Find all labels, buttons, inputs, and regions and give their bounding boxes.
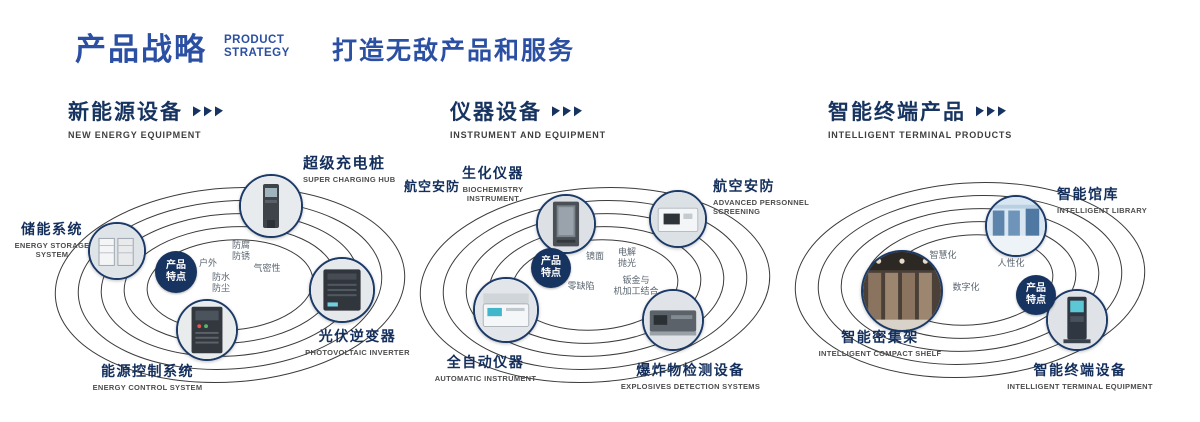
section-subtitle-intelligent-terminal: INTELLIGENT TERMINAL PRODUCTS <box>828 130 1013 140</box>
product-features-badge-new-energy: 产品 特点 <box>155 251 197 293</box>
page-title-english: PRODUCT STRATEGY <box>224 34 290 59</box>
biochemistry-instrument-label: 生化仪器 BIOCHEMISTRY INSTRUMENT <box>462 165 524 204</box>
triple-chevron-icon <box>552 105 582 117</box>
compact-shelf-icon <box>863 252 941 330</box>
intelligent-terminal-equipment-label: 智能终端设备 INTELLIGENT TERMINAL EQUIPMENT <box>1007 362 1153 391</box>
product-features-badge-intelligent-terminal: 产品 特点 <box>1016 275 1056 315</box>
library-room-icon <box>987 197 1045 255</box>
section-subtitle-instrument: INSTRUMENT AND EQUIPMENT <box>450 130 606 140</box>
screening-machine-icon <box>651 192 705 246</box>
page-title-english-line2: STRATEGY <box>224 46 290 59</box>
inverter-cabinet-icon <box>311 259 373 321</box>
biochemistry-instrument-circle <box>536 194 596 254</box>
section-subtitle-new-energy: NEW ENERGY EQUIPMENT <box>68 130 202 140</box>
feature-bubble: 气密性 <box>253 263 281 273</box>
personnel-screening-circle <box>649 190 707 248</box>
intelligent-library-circle <box>985 195 1047 257</box>
section-title-instrument: 仪器设备 <box>450 101 542 124</box>
section-title-intelligent-terminal: 智能终端产品 <box>828 101 966 124</box>
triple-chevron-icon <box>976 105 1006 117</box>
energy-control-system-circle <box>176 299 238 361</box>
photovoltaic-inverter-label: 光伏逆变器 PHOTOVOLTAIC INVERTER <box>305 328 410 357</box>
product-features-badge-instrument: 产品 特点 <box>531 248 571 288</box>
section-header-instrument: 仪器设备 INSTRUMENT AND EQUIPMENT <box>450 96 606 140</box>
feature-bubble: 零缺陷 <box>567 281 595 291</box>
kiosk-icon <box>1048 291 1106 349</box>
energy-control-system-label: 能源控制系统 ENERGY CONTROL SYSTEM <box>92 363 203 392</box>
detection-machine-icon <box>644 291 702 349</box>
page-title: 产品战略 <box>75 32 207 67</box>
feature-bubble: 防水 防尘 <box>211 272 230 294</box>
feature-bubble: 人性化 <box>997 258 1025 268</box>
page-title-english-line1: PRODUCT <box>224 34 285 46</box>
personnel-screening-label: 航空安防 ADVANCED PERSONNEL SCREENING <box>713 178 809 217</box>
photovoltaic-inverter-circle <box>309 257 375 323</box>
super-charging-hub-circle <box>239 174 303 238</box>
feature-bubble: 数字化 <box>952 282 980 292</box>
feature-bubble: 智慧化 <box>929 250 957 260</box>
control-cabinet-icon <box>178 301 236 359</box>
intelligent-compact-shelf-circle <box>861 250 943 332</box>
page-slogan: 打造无敌产品和服务 <box>332 37 576 65</box>
energy-storage-circle <box>88 222 146 280</box>
feature-bubble: 镜面 <box>585 251 604 261</box>
energy-storage-label: 储能系统 ENERGY STORAGE SYSTEM <box>14 221 90 260</box>
explosives-detection-circle <box>642 289 704 351</box>
charging-pile-icon <box>241 176 301 236</box>
automatic-instrument-circle <box>473 277 539 343</box>
analyzer-icon <box>475 279 537 341</box>
feature-bubble: 电解 抛光 <box>617 247 636 269</box>
section-header-new-energy: 新能源设备 NEW ENERGY EQUIPMENT <box>68 96 223 140</box>
intelligent-terminal-equipment-circle <box>1046 289 1108 351</box>
section-header-intelligent-terminal: 智能终端产品 INTELLIGENT TERMINAL PRODUCTS <box>828 96 1012 140</box>
super-charging-hub-label: 超级充电桩 SUPER CHARGING HUB <box>303 155 396 184</box>
biochemistry-cabinet-icon <box>538 196 594 252</box>
section-title-new-energy: 新能源设备 <box>68 101 183 124</box>
automatic-instrument-label: 全自动仪器 AUTOMATIC INSTRUMENT <box>434 354 537 383</box>
triple-chevron-icon <box>193 105 223 117</box>
feature-bubble: 钣金与 机加工结合 <box>613 275 659 297</box>
intelligent-library-label: 智能馆库 INTELLIGENT LIBRARY <box>1057 186 1148 215</box>
explosives-detection-label: 爆炸物检测设备 EXPLOSIVES DETECTION SYSTEMS <box>620 362 761 391</box>
energy-storage-icon <box>90 224 144 278</box>
intelligent-compact-shelf-label: 智能密集架 INTELLIGENT COMPACT SHELF <box>818 329 942 358</box>
feature-bubble: 防腐 防锈 <box>231 240 250 262</box>
feature-bubble: 户外 <box>198 258 217 268</box>
aviation-security-label: 航空安防 <box>404 179 461 194</box>
